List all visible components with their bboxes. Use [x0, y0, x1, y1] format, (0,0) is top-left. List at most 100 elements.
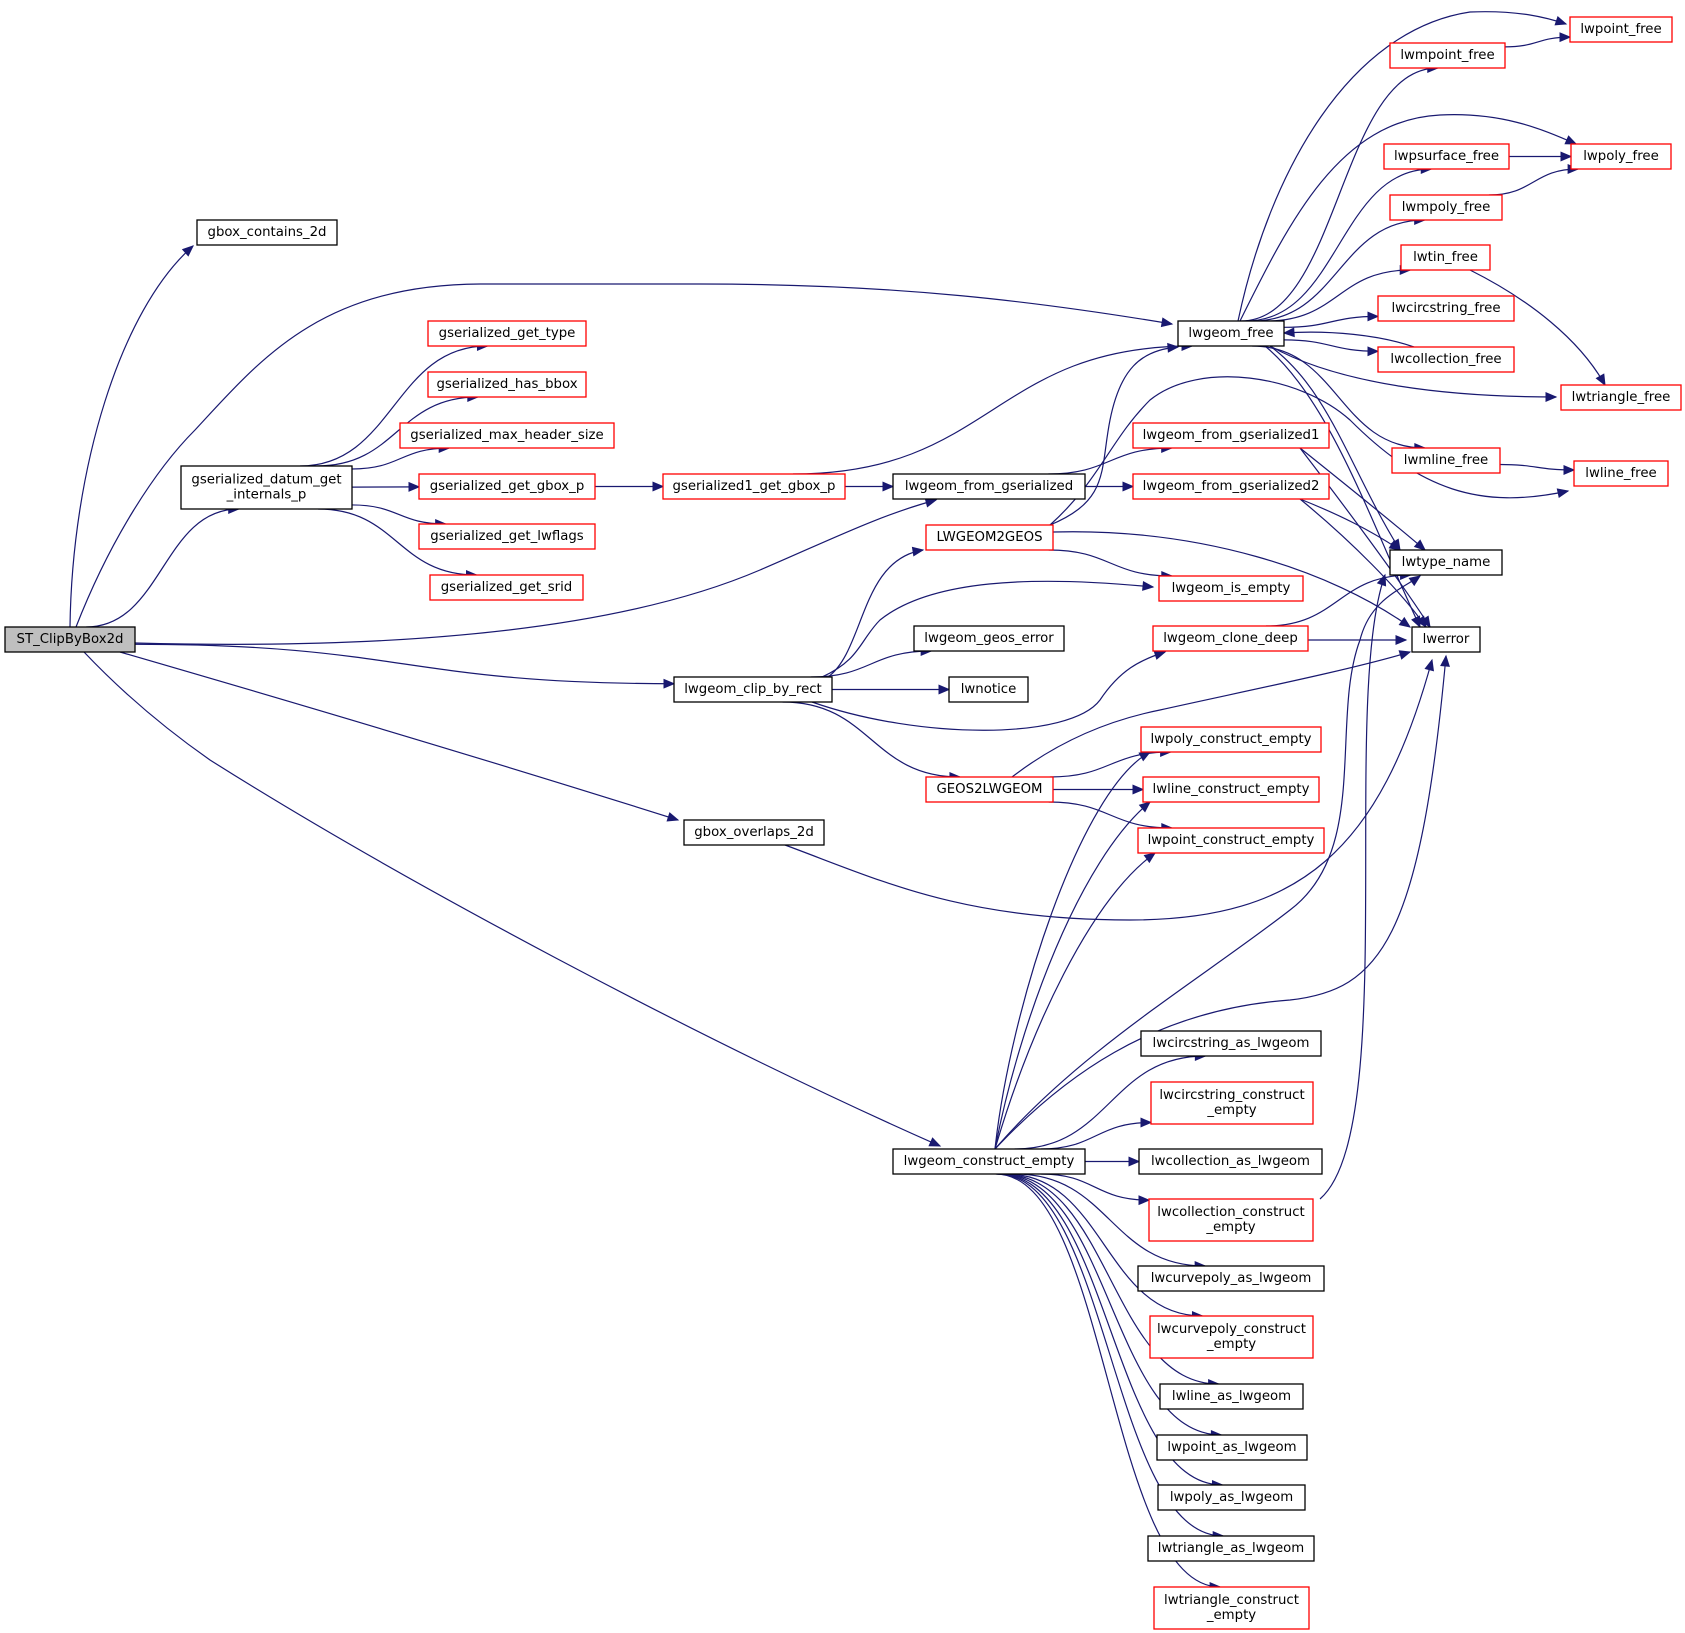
edge-lwgeom2geos-to-lwline_free: [1049, 376, 1570, 526]
node-lwpoly-free[interactable]: lwpoly_free: [1570, 143, 1672, 170]
node-lwgeom-free[interactable]: lwgeom_free: [1177, 320, 1285, 347]
node-label: _empty: [1206, 1337, 1256, 1352]
node-lwline-construct-empty[interactable]: lwline_construct_empty: [1142, 776, 1320, 803]
edge-lwpsurface_free-to-lwpoly_free: [1509, 151, 1573, 162]
node-label: _empty: [1206, 1103, 1256, 1118]
node-label: lwpoly_as_lwgeom: [1170, 1490, 1293, 1505]
edge-lwgeom_from_gserialized2-to-lwerror: [1299, 498, 1427, 629]
edges-layer: [69, 11, 1606, 1592]
node-lwcollection-as-lwgeom[interactable]: lwcollection_as_lwgeom: [1138, 1148, 1323, 1175]
edge-lwgeom_construct_empty-to-lwcollection_construct_empty: [1040, 1173, 1151, 1206]
node-gbox-overlaps-2d[interactable]: gbox_overlaps_2d: [683, 819, 825, 846]
node-lwtype-name[interactable]: lwtype_name: [1389, 549, 1503, 576]
node-gserialized-get-lwflags[interactable]: gserialized_get_lwflags: [418, 523, 596, 550]
edge-gserialized_datum_get_internals_p-to-gserialized_get_gbox_p: [351, 481, 421, 492]
node-lwcircstring-construct-empty[interactable]: lwcircstring_construct_empty: [1150, 1081, 1314, 1125]
node-lwgeom2geos[interactable]: LWGEOM2GEOS: [925, 524, 1054, 551]
node-label: gserialized_get_srid: [441, 580, 573, 595]
node-lwcurvepoly-construct-empty[interactable]: lwcurvepoly_construct_empty: [1149, 1315, 1314, 1359]
edge-st_clipbybox2d-to-gbox_contains_2d: [69, 245, 194, 628]
node-gserialized-get-srid[interactable]: gserialized_get_srid: [429, 574, 584, 601]
node-lwcircstring-as-lwgeom[interactable]: lwcircstring_as_lwgeom: [1140, 1030, 1322, 1057]
node-gserialized1-get-gbox-p[interactable]: gserialized1_get_gbox_p: [662, 473, 846, 500]
edge-lwgeom_free-to-lwcircstring_free: [1283, 311, 1380, 328]
node-lwerror[interactable]: lwerror: [1411, 626, 1481, 653]
node-gbox-contains-2d[interactable]: gbox_contains_2d: [196, 219, 338, 246]
edge-lwgeom_clip_by_rect-to-lwgeom_geos_error: [810, 646, 933, 678]
node-lwpsurface-free[interactable]: lwpsurface_free: [1383, 143, 1510, 170]
node-gserialized-datum-get-internals-p[interactable]: gserialized_datum_get_internals_p: [180, 465, 353, 510]
node-lwpoint-as-lwgeom[interactable]: lwpoint_as_lwgeom: [1156, 1434, 1308, 1461]
node-lwgeom-construct-empty[interactable]: lwgeom_construct_empty: [892, 1148, 1086, 1175]
node-lwgeom-geos-error[interactable]: lwgeom_geos_error: [913, 625, 1065, 652]
node-label: GEOS2LWGEOM: [936, 782, 1042, 797]
edge-geos2lwgeom-to-lwerror: [1011, 650, 1412, 778]
node-label: lwtype_name: [1402, 555, 1491, 570]
node-lwmpoint-free[interactable]: lwmpoint_free: [1389, 42, 1506, 69]
edge-lwgeom_clip_by_rect-to-lwgeom_is_empty: [821, 580, 1155, 678]
node-lwline-as-lwgeom[interactable]: lwline_as_lwgeom: [1159, 1383, 1304, 1410]
node-gserialized-max-header-size[interactable]: gserialized_max_header_size: [399, 422, 615, 449]
node-label: lwgeom_construct_empty: [904, 1154, 1075, 1169]
edge-lwgeom_construct_empty-to-lwtype_name: [994, 575, 1422, 1150]
node-lwgeom-clone-deep[interactable]: lwgeom_clone_deep: [1152, 625, 1309, 652]
node-lwline-free[interactable]: lwline_free: [1573, 460, 1669, 487]
node-lwtriangle-construct-empty[interactable]: lwtriangle_construct_empty: [1153, 1586, 1310, 1630]
node-label: _empty: [1205, 1220, 1255, 1235]
node-label: lwgeom_is_empty: [1172, 581, 1291, 596]
edge-lwmpoint_free-to-lwpoint_free: [1504, 32, 1572, 48]
node-lwgeom-clip-by-rect[interactable]: lwgeom_clip_by_rect: [673, 676, 833, 703]
edge-lwcollection_free-to-lwgeom_free: [1282, 327, 1415, 348]
edge-geos2lwgeom-to-lwline_construct_empty: [1053, 784, 1145, 795]
node-lwnotice[interactable]: lwnotice: [948, 676, 1029, 703]
node-label: lwcurvepoly_construct: [1157, 1322, 1306, 1337]
node-label: lwtriangle_as_lwgeom: [1158, 1541, 1305, 1556]
node-lwgeom-is-empty[interactable]: lwgeom_is_empty: [1158, 575, 1304, 602]
node-lwgeom-from-gserialized[interactable]: lwgeom_from_gserialized: [892, 473, 1086, 500]
node-gserialized-has-bbox[interactable]: gserialized_has_bbox: [427, 371, 587, 398]
edge-gserialized_get_gbox_p-to-gserialized1_get_gbox_p: [595, 481, 665, 492]
node-label: gbox_overlaps_2d: [694, 825, 814, 840]
node-lwpoint-construct-empty[interactable]: lwpoint_construct_empty: [1137, 827, 1325, 854]
node-label: gserialized_get_type: [439, 326, 576, 341]
node-label: lwcurvepoly_as_lwgeom: [1151, 1271, 1312, 1286]
node-lwcircstring-free[interactable]: lwcircstring_free: [1377, 295, 1515, 322]
node-label: _empty: [1206, 1608, 1256, 1623]
node-lwcurvepoly-as-lwgeom[interactable]: lwcurvepoly_as_lwgeom: [1137, 1265, 1325, 1292]
node-label: gserialized_datum_get: [191, 473, 341, 488]
node-label: lwcollection_free: [1390, 352, 1501, 367]
node-label: lwline_as_lwgeom: [1172, 1389, 1291, 1404]
node-label: gbox_contains_2d: [208, 225, 327, 240]
node-label: lwgeom_from_gserialized: [905, 479, 1073, 494]
node-lwmline-free[interactable]: lwmline_free: [1391, 447, 1501, 474]
node-label: gserialized_has_bbox: [436, 377, 577, 392]
node-lwcollection-free[interactable]: lwcollection_free: [1377, 346, 1515, 373]
node-geos2lwgeom[interactable]: GEOS2LWGEOM: [925, 776, 1054, 803]
node-lwtriangle-as-lwgeom[interactable]: lwtriangle_as_lwgeom: [1147, 1535, 1315, 1562]
edge-lwgeom2geos-to-lwerror: [1052, 531, 1412, 628]
node-gserialized-get-type[interactable]: gserialized_get_type: [427, 320, 587, 347]
edge-st_clipbybox2d-to-lwgeom_clip_by_rect: [134, 643, 676, 689]
node-label: lwtriangle_construct: [1164, 1593, 1299, 1608]
edge-lwgeom_clip_by_rect-to-geos2lwgeom: [782, 701, 962, 782]
node-lwgeom-from-gserialized2[interactable]: lwgeom_from_gserialized2: [1132, 473, 1330, 500]
node-label: _internals_p: [226, 488, 307, 503]
node-label: lwpoint_construct_empty: [1148, 833, 1315, 848]
node-lwgeom-from-gserialized1[interactable]: lwgeom_from_gserialized1: [1132, 422, 1330, 449]
edge-gbox_overlaps_2d-to-lwerror: [784, 658, 1435, 921]
node-lwtin-free[interactable]: lwtin_free: [1400, 244, 1491, 271]
node-lwpoly-construct-empty[interactable]: lwpoly_construct_empty: [1140, 726, 1322, 753]
node-lwpoly-as-lwgeom[interactable]: lwpoly_as_lwgeom: [1157, 1484, 1306, 1511]
node-label: lwgeom_geos_error: [924, 631, 1054, 646]
node-lwtriangle-free[interactable]: lwtriangle_free: [1560, 384, 1682, 411]
edge-lwgeom_construct_empty-to-lwerror: [994, 654, 1450, 1150]
node-gserialized-get-gbox-p[interactable]: gserialized_get_gbox_p: [418, 473, 596, 500]
node-lwpoint-free[interactable]: lwpoint_free: [1569, 16, 1673, 43]
edge-lwgeom_construct_empty-to-lwpoly_construct_empty: [994, 751, 1152, 1150]
node-lwcollection-construct-empty[interactable]: lwcollection_construct_empty: [1148, 1198, 1314, 1242]
node-lwmpoly-free[interactable]: lwmpoly_free: [1389, 194, 1503, 221]
node-label: lwerror: [1423, 632, 1470, 647]
node-st-clipbybox2d[interactable]: ST_ClipByBox2d: [4, 626, 136, 653]
